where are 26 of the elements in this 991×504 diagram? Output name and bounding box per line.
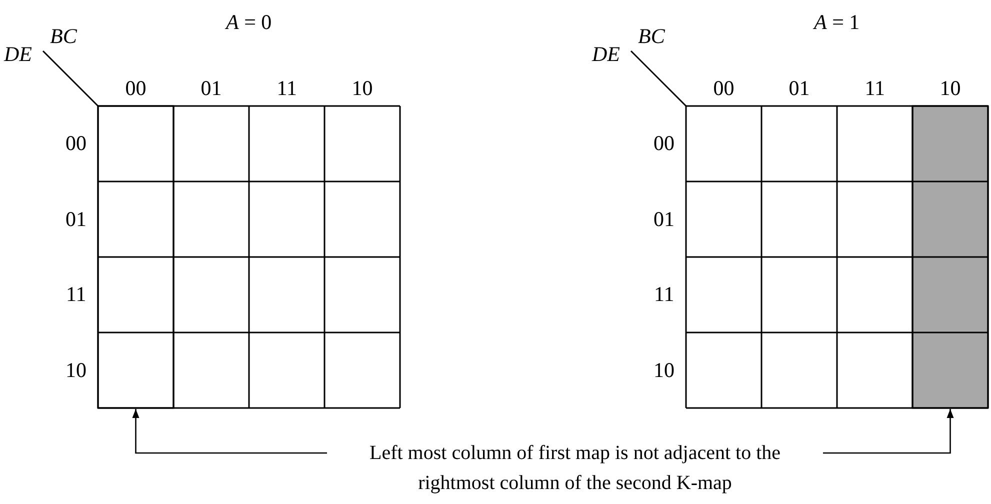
column-header: 00 xyxy=(125,78,146,98)
column-header: 01 xyxy=(788,78,810,98)
leader-line xyxy=(132,409,327,454)
note-text: Left most column of first map is not adjacent to the rightmost column of the second K-map xyxy=(335,438,815,498)
variable-label: BC xyxy=(638,26,665,46)
column-header: 00 xyxy=(713,78,734,98)
row-header: 10 xyxy=(66,360,86,381)
map-title: A = 0 xyxy=(226,12,272,32)
row-header: 11 xyxy=(654,284,674,306)
row-header: 00 xyxy=(66,133,86,154)
row-header: 11 xyxy=(66,284,86,306)
column-header: 10 xyxy=(352,78,373,98)
variable-label: DE xyxy=(592,44,620,64)
leader-line xyxy=(823,409,954,454)
row-header: 10 xyxy=(654,360,674,381)
variable-label: BC xyxy=(50,26,77,46)
row-header: 01 xyxy=(654,208,674,230)
column-header: 01 xyxy=(200,78,222,98)
variable-label: DE xyxy=(4,44,32,64)
column-header: 11 xyxy=(864,78,885,98)
column-header: 11 xyxy=(276,78,297,98)
shaded-map-column xyxy=(912,105,989,409)
row-header: 01 xyxy=(66,208,86,230)
column-header: 10 xyxy=(940,78,961,98)
row-header: 00 xyxy=(654,133,674,154)
map-title: A = 1 xyxy=(814,12,860,32)
